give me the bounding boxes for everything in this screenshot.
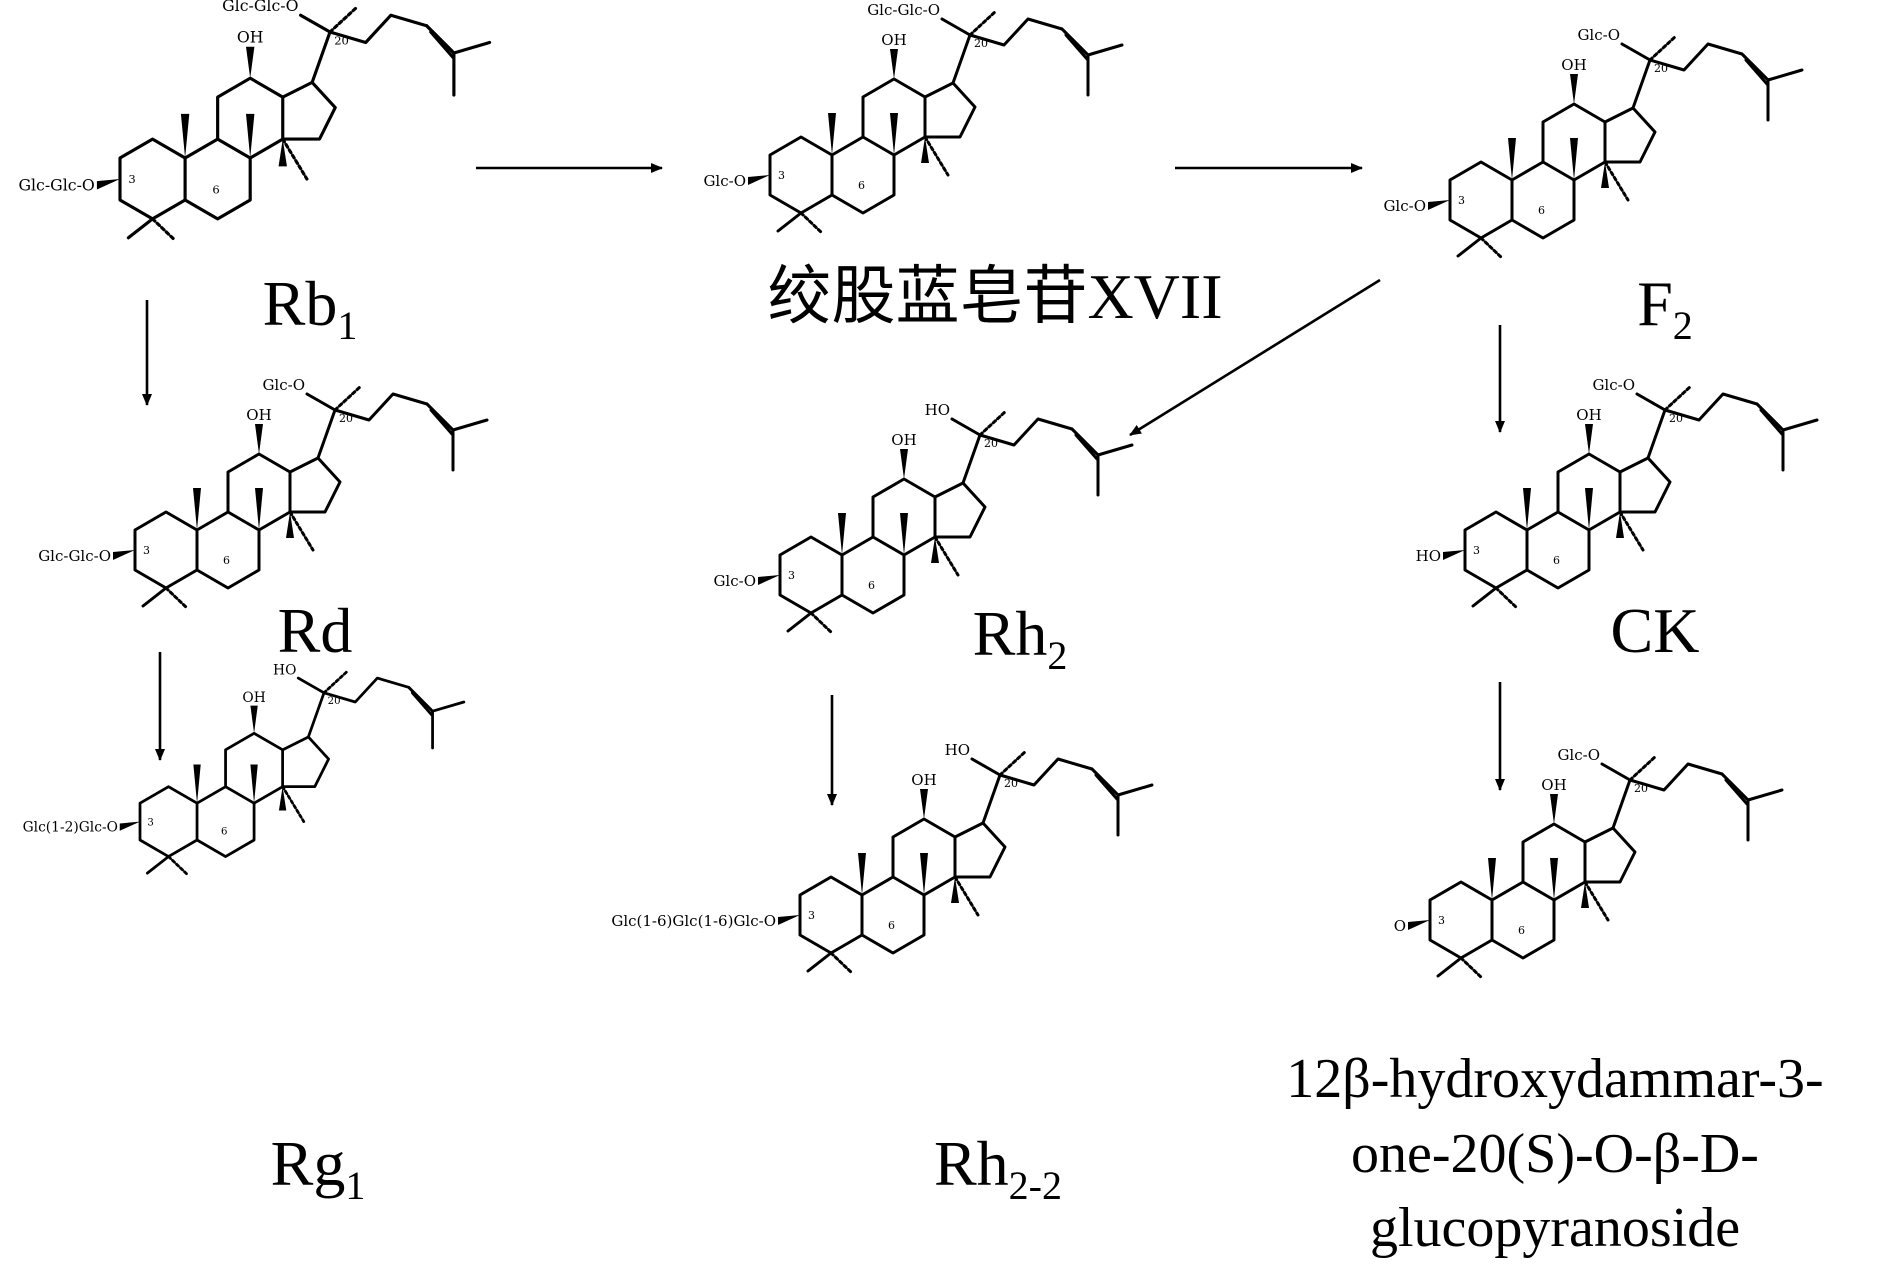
molecule-rb1: Glc-Glc-O Glc-Glc-O OH 3 6 20	[18, 0, 492, 242]
steroid-skeleton	[1406, 754, 1784, 980]
molecule-rg1: Glc(1-2)Glc-O HO OH 3 6 20	[23, 662, 466, 877]
carbon-number-6: 6	[858, 179, 865, 192]
c12-hydroxyl-label: OH	[891, 431, 916, 449]
molecule-keto: O Glc-O OH 3 6 20	[1394, 746, 1784, 980]
c20-substituent-label: HO	[273, 662, 296, 678]
carbon-number-20: 20	[334, 34, 349, 48]
carbon-number-6: 6	[223, 554, 230, 567]
molecule-ck: HO Glc-O OH 3 6 20	[1416, 376, 1819, 610]
carbon-number-3: 3	[1438, 914, 1445, 927]
molecule-rh2: Glc-O HO OH 3 6 20	[713, 401, 1134, 635]
steroid-skeleton	[111, 384, 489, 610]
carbon-number-6: 6	[868, 579, 875, 592]
carbon-number-6: 6	[1553, 554, 1560, 567]
c12-hydroxyl-label: OH	[242, 690, 265, 706]
carbon-number-20: 20	[1654, 62, 1668, 75]
compound-name-gypxvii: 绞股蓝皂苷XVII	[767, 261, 1222, 332]
compound-name-rb1: Rb1	[263, 268, 358, 348]
steroid-skeleton	[756, 409, 1134, 635]
labels-layer: Rb1 绞股蓝皂苷XVII F2 Rd Rh2 CK Rg1 Rh2-2 12β…	[263, 261, 1824, 1259]
carbon-number-20: 20	[984, 437, 998, 450]
c12-hydroxyl-label: OH	[1576, 406, 1601, 424]
c3-substituent-label: Glc-O	[703, 172, 746, 190]
carbon-number-6: 6	[221, 826, 227, 837]
carbon-number-3: 3	[143, 544, 150, 557]
c20-substituent-label: HO	[925, 401, 950, 419]
c12-hydroxyl-label: OH	[911, 771, 936, 789]
carbon-number-20: 20	[328, 696, 341, 707]
compound-name-rd: Rd	[278, 595, 353, 666]
c3-substituent-label: Glc-Glc-O	[18, 176, 94, 195]
c12-hydroxyl-label: OH	[237, 28, 264, 47]
carbon-number-3: 3	[778, 169, 785, 182]
c20-substituent-label: Glc-O	[1577, 26, 1620, 44]
compound-name-keto-line-3: glucopyranoside	[1370, 1197, 1740, 1259]
c12-hydroxyl-label: OH	[246, 406, 271, 424]
molecule-rd: Glc-Glc-O Glc-O OH 3 6 20	[38, 376, 489, 610]
carbon-number-20: 20	[1634, 782, 1648, 795]
carbon-number-3: 3	[808, 909, 815, 922]
steroid-skeleton	[746, 9, 1124, 235]
molecule-gypxvii: Glc-O Glc-Glc-O OH 3 6 20	[703, 1, 1124, 235]
c3-substituent-label: O	[1394, 917, 1406, 935]
c20-substituent-label: Glc-O	[262, 376, 305, 394]
c20-substituent-label: Glc-O	[1557, 746, 1600, 764]
carbon-number-3: 3	[1458, 194, 1465, 207]
c3-substituent-label: Glc-Glc-O	[38, 547, 111, 565]
carbon-number-20: 20	[1004, 777, 1018, 790]
c3-substituent-label: Glc-O	[1383, 197, 1426, 215]
compound-name-rh2-2: Rh2-2	[934, 1128, 1062, 1208]
arrow-f2-to-rh2	[1129, 278, 1381, 437]
carbon-number-6: 6	[212, 183, 219, 197]
c12-hydroxyl-label: OH	[1561, 56, 1586, 74]
compound-name-keto-line-1: 12β-hydroxydammar-3-	[1286, 1048, 1823, 1110]
arrows-layer	[142, 163, 1505, 806]
steroid-skeleton	[118, 669, 466, 877]
c20-substituent-label: Glc-Glc-O	[222, 0, 298, 15]
carbon-number-3: 3	[128, 172, 135, 186]
carbon-number-20: 20	[974, 37, 988, 50]
steroid-skeleton	[95, 5, 492, 242]
carbon-number-20: 20	[339, 412, 353, 425]
carbon-number-6: 6	[888, 919, 895, 932]
carbon-number-3: 3	[147, 817, 153, 828]
compound-name-rg1: Rg1	[271, 1128, 366, 1208]
compound-name-f2: F2	[1637, 268, 1693, 348]
c3-substituent-label: Glc(1-6)Glc(1-6)Glc-O	[611, 912, 776, 930]
molecule-f2: Glc-O Glc-O OH 3 6 20	[1383, 26, 1804, 260]
compound-name-rh2: Rh2	[973, 598, 1068, 678]
molecule-rh2-2: Glc(1-6)Glc(1-6)Glc-O HO OH 3 6 20	[611, 741, 1154, 975]
molecules-layer: Glc-Glc-OGlc-Glc-OOH3620Glc-OGlc-Glc-OOH…	[18, 0, 1819, 980]
c20-substituent-label: Glc-O	[1592, 376, 1635, 394]
carbon-number-3: 3	[788, 569, 795, 582]
carbon-number-3: 3	[1473, 544, 1480, 557]
c12-hydroxyl-label: OH	[881, 31, 906, 49]
compound-name-ck: CK	[1611, 595, 1700, 666]
carbon-number-6: 6	[1538, 204, 1545, 217]
c20-substituent-label: Glc-Glc-O	[867, 1, 940, 19]
carbon-number-6: 6	[1518, 924, 1525, 937]
carbon-number-20: 20	[1669, 412, 1683, 425]
compound-name-keto-line-2: one-20(S)-O-β-D-	[1351, 1123, 1759, 1185]
c20-substituent-label: HO	[945, 741, 970, 759]
c3-substituent-label: HO	[1416, 547, 1441, 565]
c3-substituent-label: Glc-O	[713, 572, 756, 590]
steroid-skeleton	[1426, 34, 1804, 260]
c3-substituent-label: Glc(1-2)Glc-O	[23, 820, 118, 836]
steroid-skeleton	[776, 749, 1154, 975]
c12-hydroxyl-label: OH	[1541, 776, 1566, 794]
